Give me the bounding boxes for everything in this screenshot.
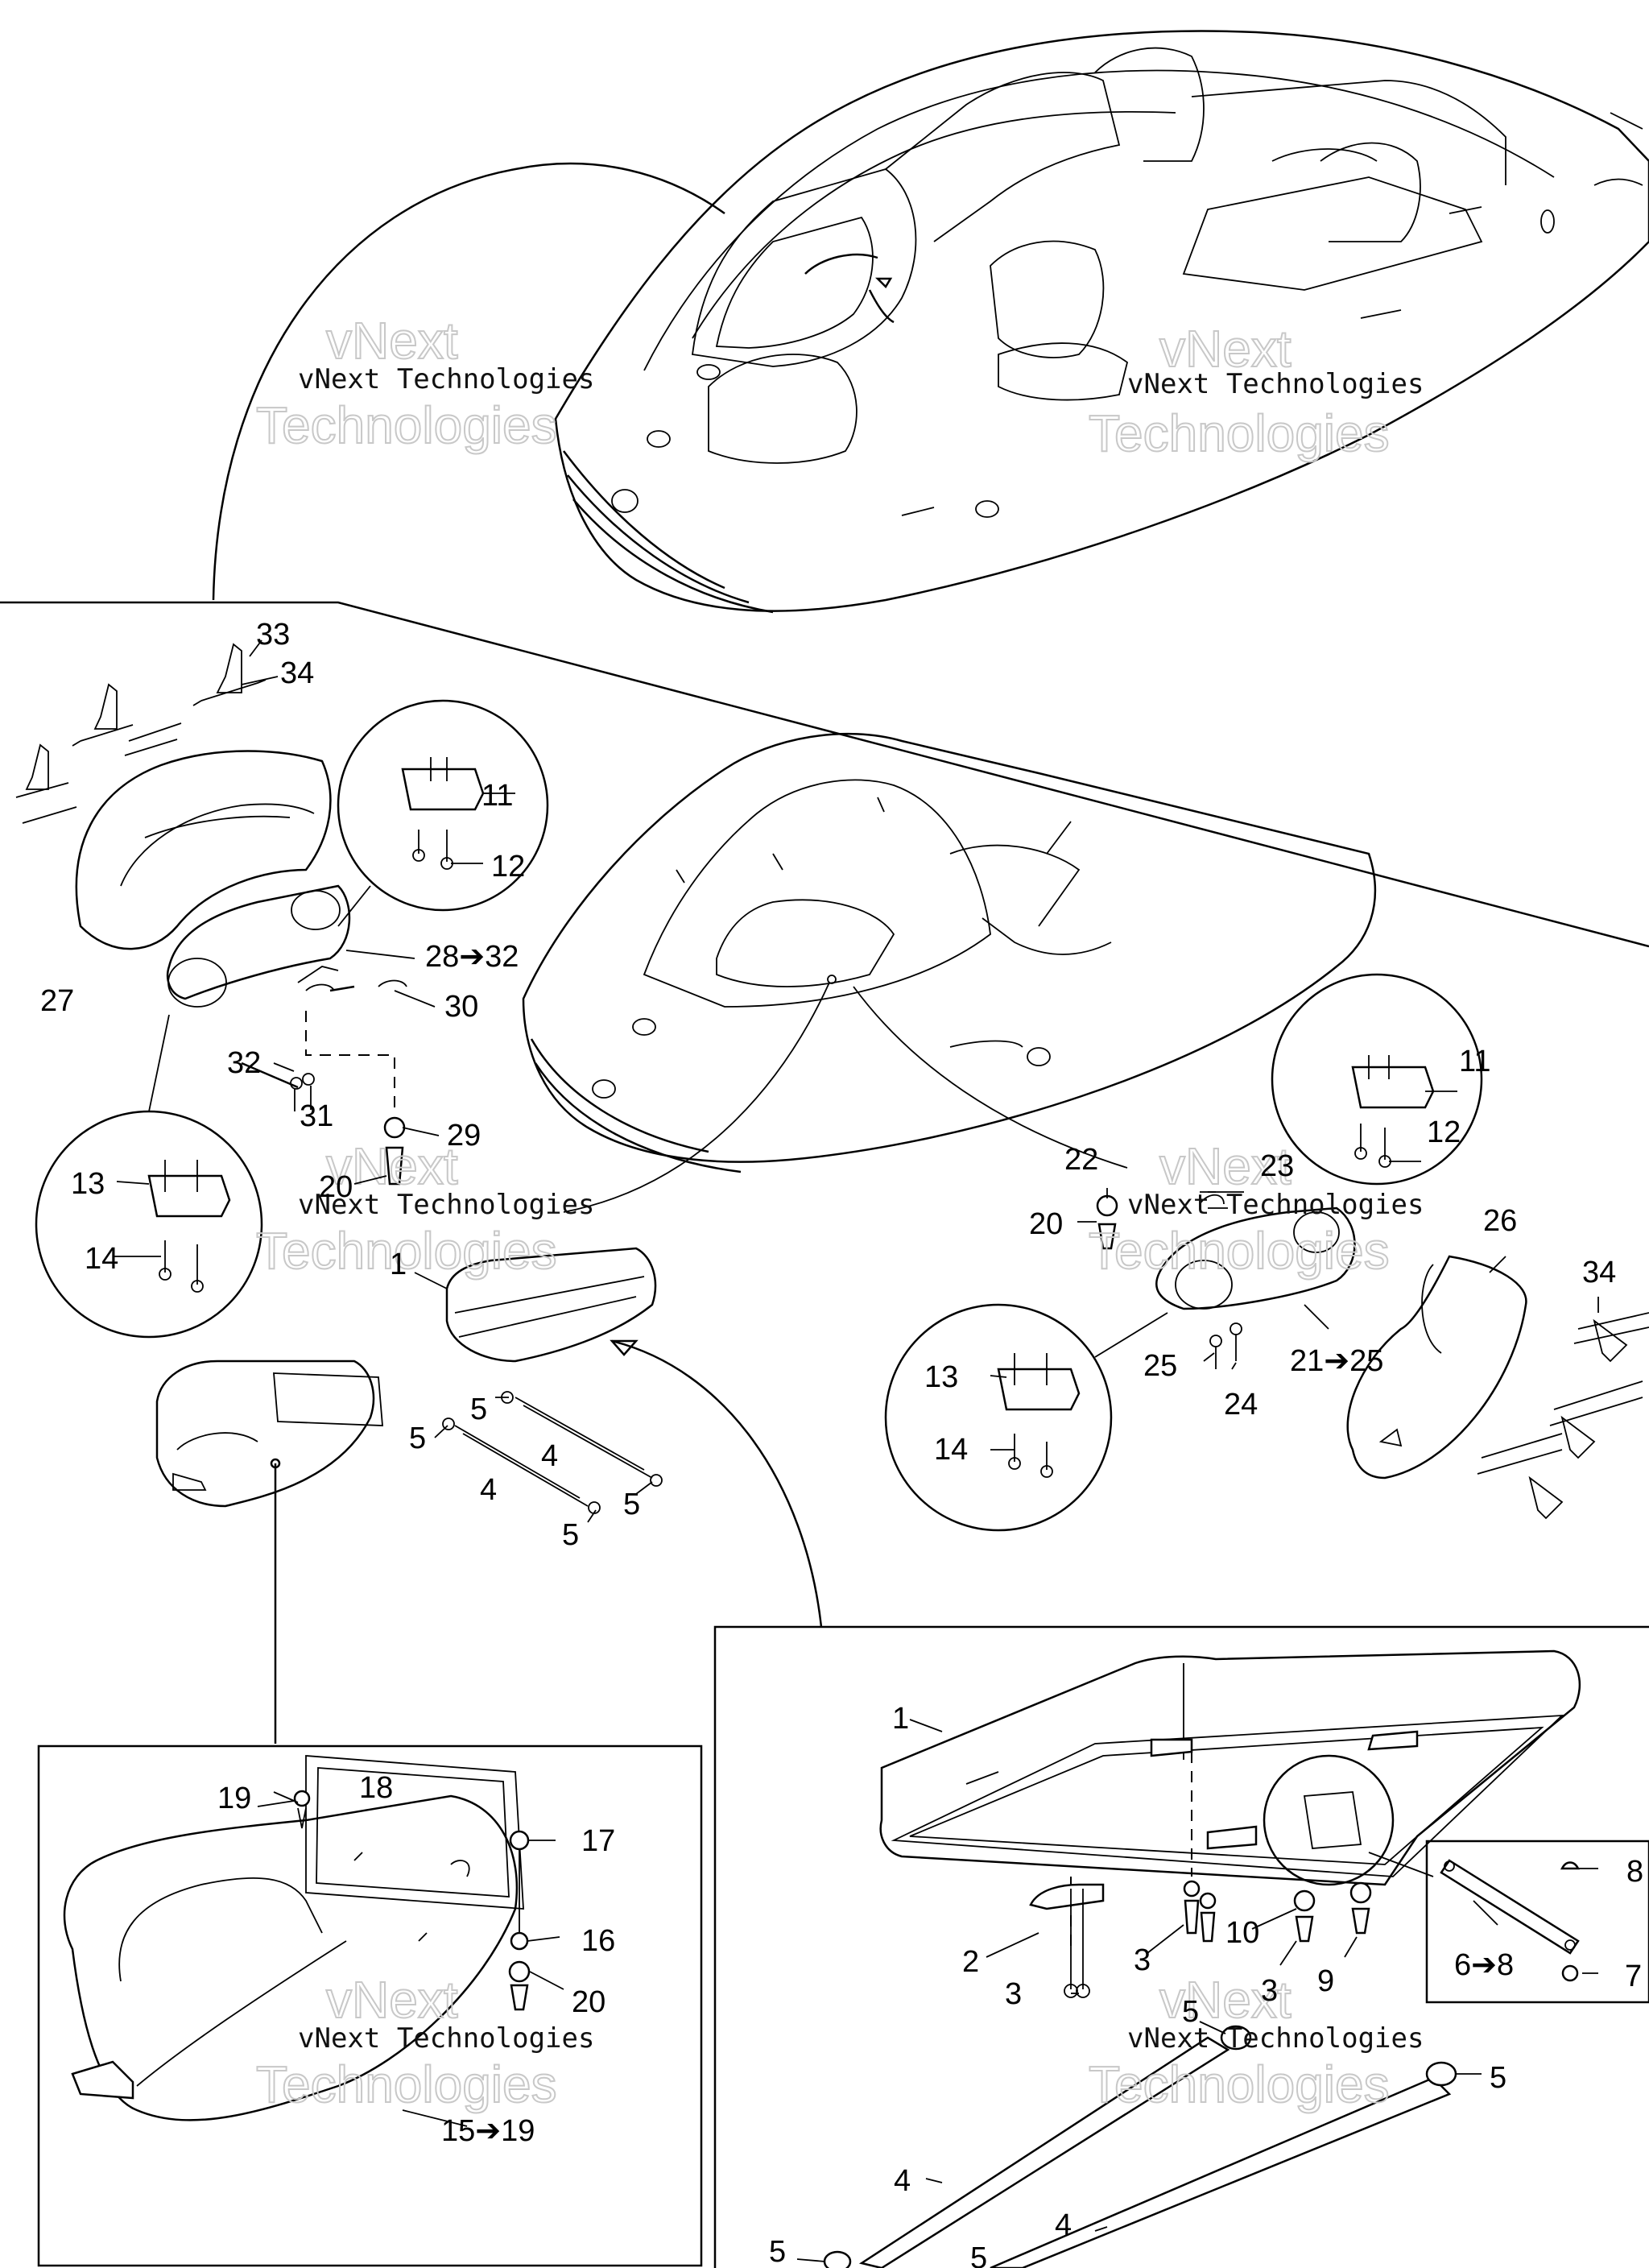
detail-circle-bracket-lower-left <box>35 1014 263 1339</box>
callout-29: 29 <box>447 1119 481 1153</box>
svg-text:vNext Technologies: vNext Technologies <box>298 1189 594 1221</box>
watermark-bottom-right: vNext Technologies vNext Technologies <box>1088 1970 1424 2114</box>
callout-14: 14 <box>85 1242 118 1276</box>
callout-24: 24 <box>1224 1388 1258 1422</box>
cushion-leader-arc <box>611 1339 823 1628</box>
callout-15-19: 15➔19 <box>441 2114 535 2148</box>
callout-5: 5 <box>1490 2061 1506 2095</box>
bow-leader-left <box>563 982 830 1213</box>
callout-5: 5 <box>562 1518 579 1552</box>
watermark-mid-right: vNext Technologies vNext Technologies <box>1088 1136 1424 1281</box>
svg-text:vNext Technologies: vNext Technologies <box>1127 1189 1424 1221</box>
callout-1: 1 <box>892 1702 909 1736</box>
callout-14: 14 <box>934 1433 968 1467</box>
callout-5: 5 <box>970 2241 987 2268</box>
center-cushion-group <box>155 1247 663 1744</box>
detail-circle-bracket-upper-left <box>337 699 549 927</box>
callout-4: 4 <box>480 1473 497 1507</box>
watermark-top-right: vNext Technologies vNext Technologies <box>1088 319 1424 463</box>
callout-2: 2 <box>962 1945 979 1979</box>
callout-5: 5 <box>623 1488 640 1521</box>
callout-6-8: 6➔8 <box>1454 1948 1514 1982</box>
callout-5: 5 <box>409 1422 426 1455</box>
callout-32: 32 <box>227 1046 261 1080</box>
watermark-bottom-left: vNext Technologies vNext Technologies <box>255 1970 594 2114</box>
callout-16: 16 <box>581 1924 615 1958</box>
callout-31: 31 <box>300 1099 333 1133</box>
bow-detail-illustration <box>522 732 1376 1173</box>
svg-text:Technologies: Technologies <box>256 2055 557 2113</box>
watermark-mid-left: vNext Technologies vNext Technologies <box>255 1136 594 1281</box>
callout-20: 20 <box>572 1985 605 2019</box>
callout-23: 23 <box>1260 1149 1294 1183</box>
callout-28-32: 28➔32 <box>425 940 519 974</box>
svg-text:vNext Technologies: vNext Technologies <box>1127 368 1424 400</box>
callout-3: 3 <box>1261 1974 1278 2008</box>
svg-text:Technologies: Technologies <box>1089 1222 1390 1280</box>
callout-21-25: 21➔25 <box>1290 1344 1383 1378</box>
detail-circle-bracket-lower-right <box>884 1303 1168 1532</box>
callout-labels: 33 34 11 12 27 28➔32 30 32 31 29 20 13 1… <box>40 618 1643 2268</box>
callout-22: 22 <box>1064 1143 1098 1177</box>
callout-30: 30 <box>444 990 478 1024</box>
callout-26: 26 <box>1483 1204 1517 1238</box>
callout-13: 13 <box>71 1167 105 1201</box>
callout-7: 7 <box>1625 1960 1642 1993</box>
callout-5: 5 <box>1182 1995 1199 2029</box>
svg-text:vNext: vNext <box>326 1137 458 1195</box>
callout-34: 34 <box>1582 1256 1616 1289</box>
callout-4: 4 <box>894 2164 911 2198</box>
callout-27: 27 <box>40 984 74 1018</box>
svg-text:Technologies: Technologies <box>1089 2055 1390 2113</box>
svg-text:vNext Technologies: vNext Technologies <box>1127 2022 1424 2055</box>
callout-1: 1 <box>390 1248 407 1281</box>
callout-11: 11 <box>481 779 513 813</box>
callout-leaders <box>113 639 1599 2262</box>
callout-34: 34 <box>280 656 314 690</box>
svg-text:vNext: vNext <box>326 1971 458 2029</box>
svg-text:vNext Technologies: vNext Technologies <box>298 363 594 395</box>
callout-10: 10 <box>1225 1916 1259 1950</box>
boat-overview-illustration <box>554 30 1649 614</box>
callout-20: 20 <box>319 1170 353 1204</box>
callout-4: 4 <box>541 1439 558 1473</box>
seat-base-inset <box>37 1744 703 2267</box>
left-backrest-group <box>15 643 407 1186</box>
watermark-top-left: vNext Technologies vNext Technologies <box>255 311 594 455</box>
callout-9: 9 <box>1317 1964 1334 1998</box>
svg-text:Technologies: Technologies <box>256 396 557 454</box>
svg-text:vNext: vNext <box>1159 1137 1292 1195</box>
svg-text:Technologies: Technologies <box>256 1222 557 1280</box>
svg-text:vNext: vNext <box>326 312 458 370</box>
cushion-leader-arrow <box>610 1339 639 1356</box>
svg-text:vNext: vNext <box>1159 320 1292 378</box>
callout-3: 3 <box>1005 1977 1022 2011</box>
callout-5: 5 <box>769 2235 786 2268</box>
callout-12: 12 <box>1427 1115 1461 1149</box>
callout-20: 20 <box>1029 1207 1063 1241</box>
callout-4: 4 <box>1055 2208 1072 2242</box>
overview-leader-arc <box>212 162 725 601</box>
callout-13: 13 <box>924 1360 958 1394</box>
callout-33: 33 <box>256 618 290 652</box>
callout-5: 5 <box>470 1393 487 1426</box>
svg-text:vNext: vNext <box>1159 1971 1292 2029</box>
callout-17: 17 <box>581 1824 615 1858</box>
bow-leader-right <box>853 986 1128 1169</box>
callout-3: 3 <box>1134 1943 1151 1977</box>
callout-11: 11 <box>1459 1045 1490 1078</box>
right-backrest-group <box>1096 973 1649 1520</box>
callout-8: 8 <box>1626 1855 1643 1889</box>
callout-18: 18 <box>359 1771 393 1805</box>
section-divider <box>0 601 1649 948</box>
svg-text:Technologies: Technologies <box>1089 404 1390 462</box>
callout-12: 12 <box>491 850 525 884</box>
svg-text:vNext Technologies: vNext Technologies <box>298 2022 594 2055</box>
callout-19: 19 <box>217 1782 251 1815</box>
cushion-underside-inset <box>713 1625 1649 2268</box>
callout-25: 25 <box>1143 1349 1177 1383</box>
